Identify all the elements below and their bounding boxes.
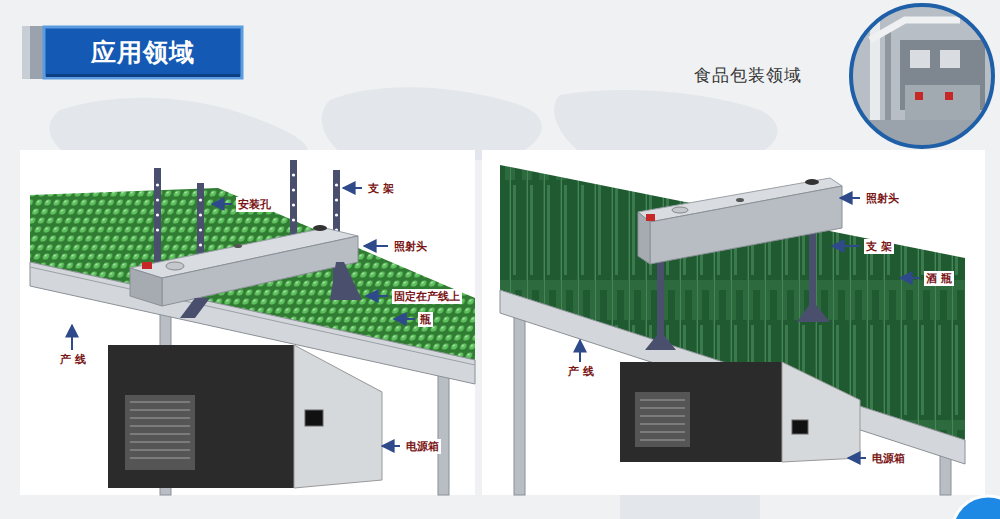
corner-circle (952, 496, 1000, 519)
left-panel (20, 150, 475, 495)
part-label: 电源箱 (404, 439, 441, 454)
part-label: 支 架 (864, 239, 894, 254)
part-label: 固定在产线上 (392, 289, 462, 304)
left-leader-arrows (72, 188, 415, 446)
right-leader-arrows (580, 198, 920, 458)
part-label: 瓶 (418, 312, 433, 327)
title-text: 应用领域 (91, 36, 195, 69)
right-irradiation-head (638, 178, 842, 350)
part-label: 酒 瓶 (924, 271, 954, 286)
photo-circle (850, 5, 995, 150)
right-panel (482, 150, 985, 495)
part-label: 产 线 (58, 352, 88, 367)
right-conveyor (500, 165, 965, 495)
left-irradiation-head (130, 160, 362, 318)
part-label: 支 架 (366, 181, 396, 196)
left-power-box (108, 345, 382, 488)
right-power-box (620, 362, 860, 462)
title-banner (22, 26, 242, 79)
section-heading: 食品包装领域 (692, 64, 804, 86)
part-label: 照射头 (392, 239, 429, 254)
part-label: 产 线 (566, 364, 596, 379)
part-label: 电源箱 (870, 451, 907, 466)
left-conveyor (30, 188, 475, 495)
part-label: 安装孔 (236, 197, 273, 212)
part-label: 照射头 (864, 191, 901, 206)
